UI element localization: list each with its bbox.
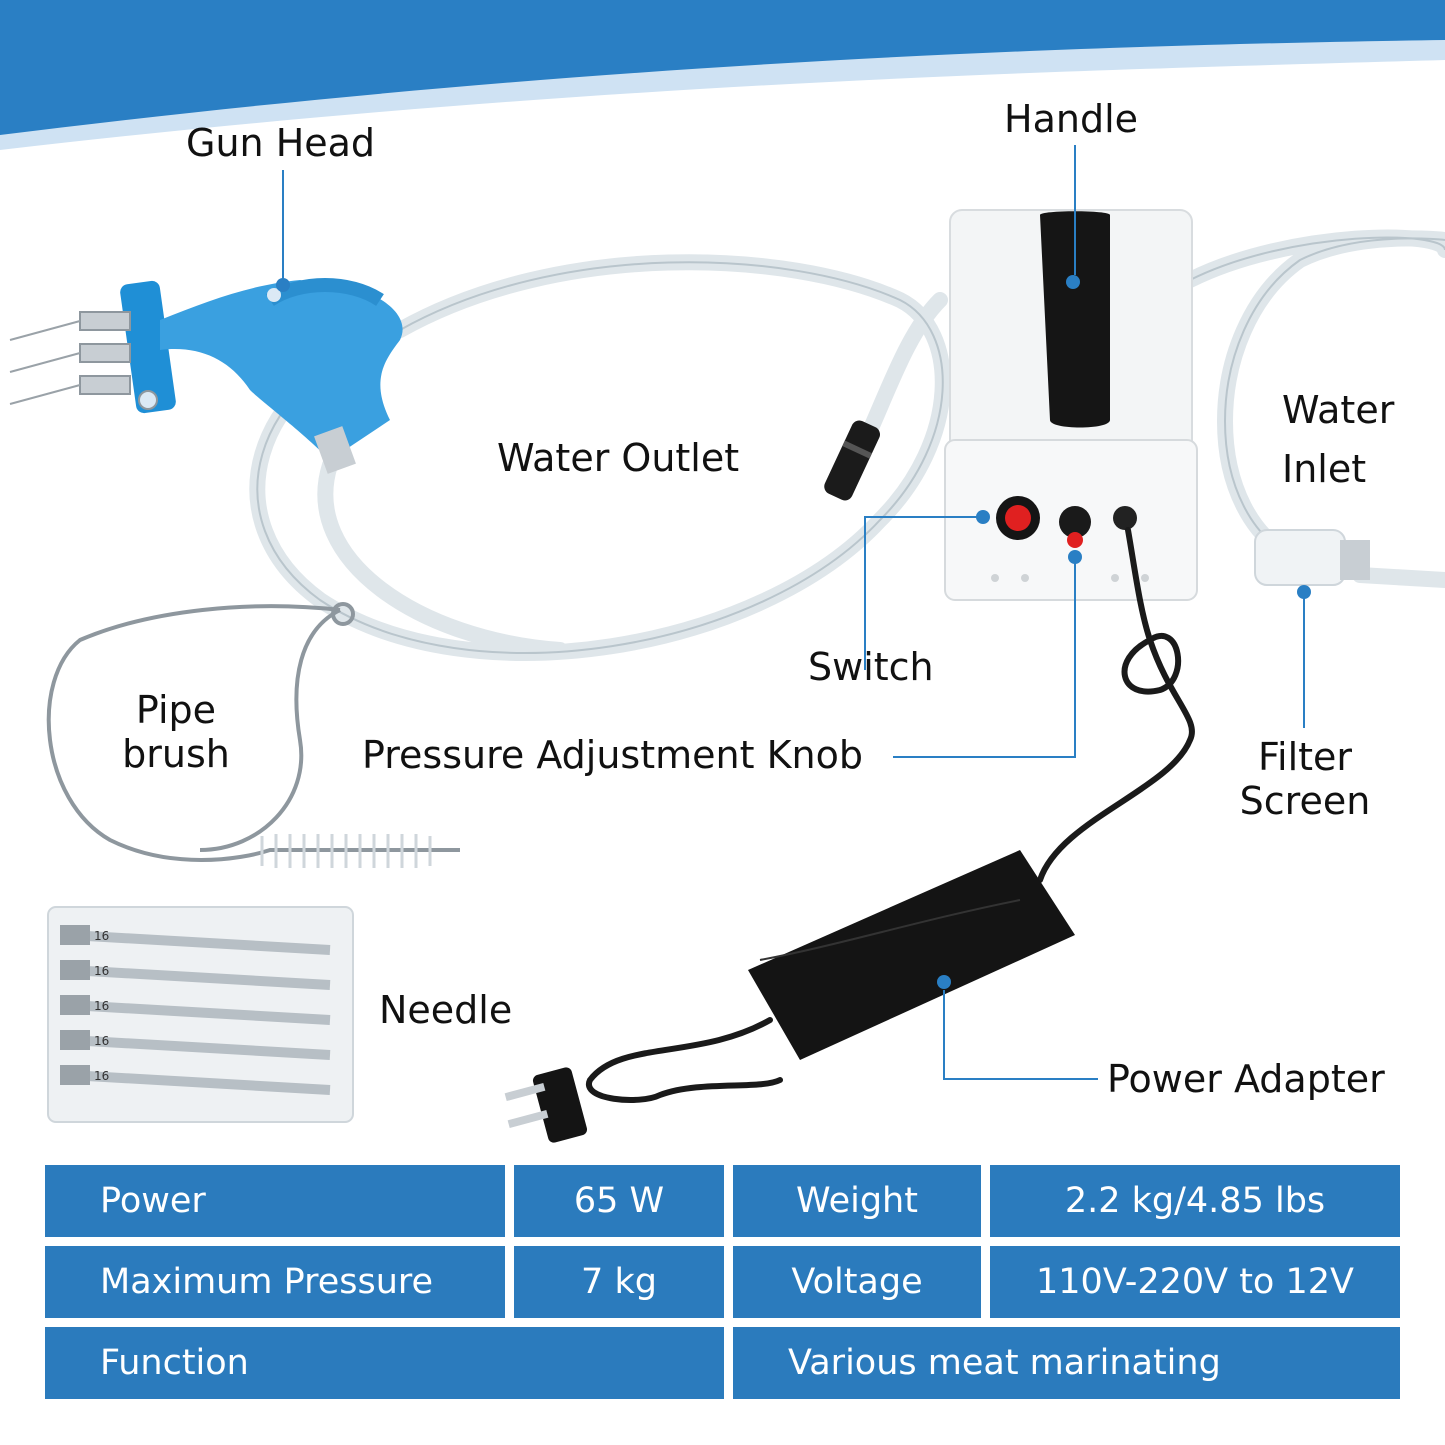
spec-function-value: Various meat marinating bbox=[733, 1327, 1400, 1399]
needle-gauge-text: 16 bbox=[94, 999, 109, 1013]
needle-gauge-text: 16 bbox=[94, 1034, 109, 1048]
label-filter-screen: Filter Screen bbox=[1225, 735, 1385, 823]
spec-power-value: 65 W bbox=[514, 1165, 724, 1237]
power-adapter bbox=[748, 850, 1075, 1060]
callout-lines bbox=[282, 145, 1305, 1080]
label-pipe-brush-line1: Pipe bbox=[135, 688, 217, 732]
pump-box bbox=[944, 209, 1198, 601]
brush-bristles bbox=[260, 834, 432, 868]
callout-dots bbox=[276, 278, 1311, 989]
label-water-inlet-line1: Water bbox=[1282, 388, 1395, 432]
label-pressure-knob: Pressure Adjustment Knob bbox=[362, 733, 863, 777]
label-power-adapter: Power Adapter bbox=[1107, 1057, 1385, 1101]
label-filter-screen-line2: Screen bbox=[1239, 779, 1371, 823]
header-wave bbox=[0, 0, 1445, 135]
filter-screen bbox=[1254, 529, 1370, 586]
label-handle: Handle bbox=[1004, 97, 1139, 141]
spec-function-label: Function bbox=[45, 1327, 724, 1399]
power-plug bbox=[504, 1067, 588, 1143]
label-needle: Needle bbox=[379, 988, 513, 1032]
spec-voltage-value: 110V-220V to 12V bbox=[990, 1246, 1400, 1318]
label-gun-head: Gun Head bbox=[186, 121, 376, 165]
spec-pressure-value: 7 kg bbox=[514, 1246, 724, 1318]
needle-gauge-text: 16 bbox=[94, 929, 109, 943]
tube-connector bbox=[824, 420, 880, 501]
gun-head bbox=[9, 278, 403, 474]
pipe-brush bbox=[46, 602, 460, 862]
label-filter-screen-line1: Filter bbox=[1257, 735, 1353, 779]
spec-weight-label: Weight bbox=[733, 1165, 981, 1237]
spec-voltage-label: Voltage bbox=[733, 1246, 981, 1318]
label-pipe-brush-line2: brush bbox=[122, 732, 230, 776]
needle-gauge-text: 16 bbox=[94, 1069, 109, 1083]
label-water-outlet: Water Outlet bbox=[497, 436, 740, 480]
needle-case: 16 16 16 16 16 bbox=[47, 906, 354, 1123]
label-water-inlet-line2: Inlet bbox=[1282, 447, 1367, 491]
power-cable bbox=[585, 527, 1195, 1103]
needle-gauge-text: 16 bbox=[94, 964, 109, 978]
spec-pressure-label: Maximum Pressure bbox=[45, 1246, 505, 1318]
label-switch: Switch bbox=[808, 645, 934, 689]
spec-power-label: Power bbox=[45, 1165, 505, 1237]
label-pipe-brush: Pipe brush bbox=[106, 688, 246, 776]
label-water-inlet: Water Inlet bbox=[1268, 388, 1418, 491]
spec-weight-value: 2.2 kg/4.85 lbs bbox=[990, 1165, 1400, 1237]
